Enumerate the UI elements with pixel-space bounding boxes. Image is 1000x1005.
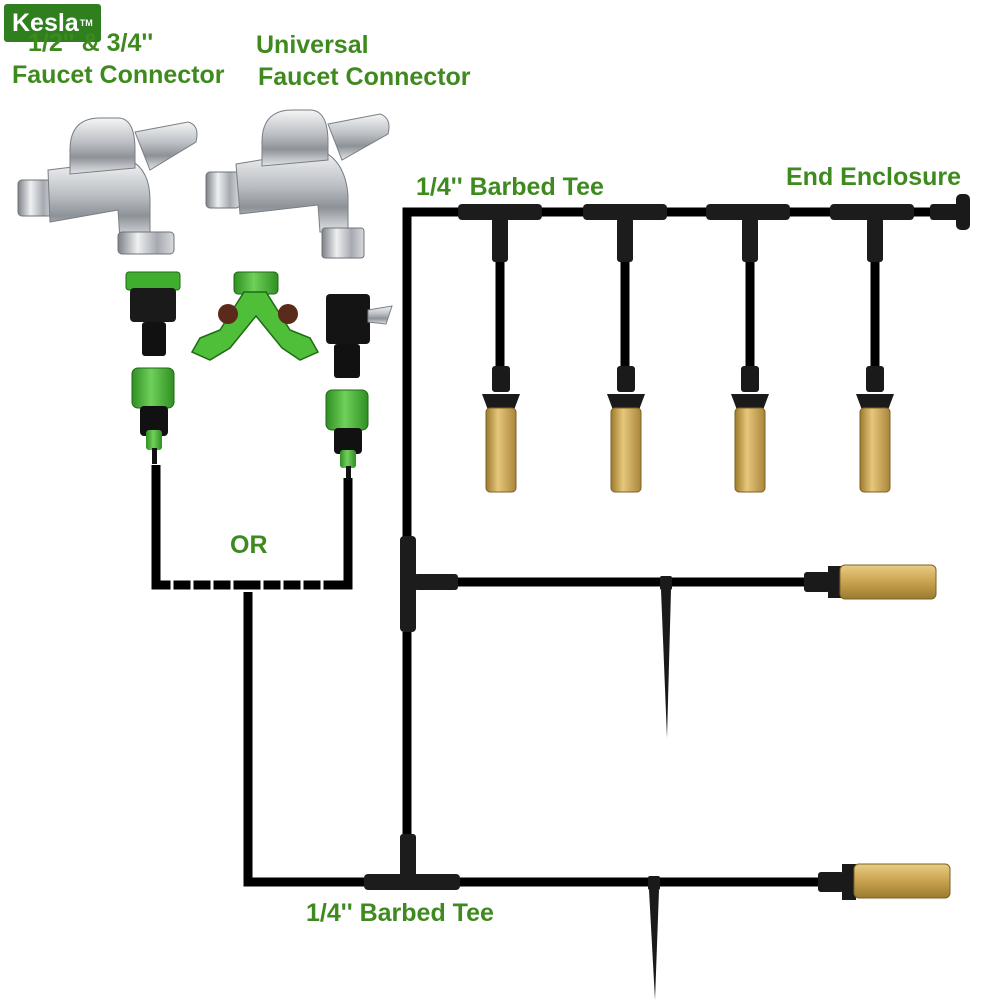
faucet-left-label-line2: Faucet Connector [12, 61, 225, 89]
tee-top-label: 1/4'' Barbed Tee [416, 173, 604, 201]
faucet-left-label-line1: 1/2'' & 3/4'' [28, 29, 154, 57]
quick-connector-icon [131, 367, 369, 480]
faucet-right-label-line2: Faucet Connector [258, 63, 471, 91]
faucet-right-label-line1: Universal [256, 31, 369, 59]
end-enclosure-label: End Enclosure [786, 163, 962, 191]
brand-logo: KeslaTM [4, 4, 101, 42]
trunk-tube [243, 592, 372, 887]
universal-adapter-icon [326, 294, 393, 378]
or-label: OR [230, 531, 268, 559]
y-splitter-icon [190, 271, 320, 361]
feed-tube-left [151, 465, 353, 590]
riser-upper [402, 207, 460, 540]
mist-nozzle-icon [482, 366, 951, 900]
end-plug-icon [930, 194, 970, 230]
barbed-tee-icon [364, 204, 914, 890]
tee-bottom-label: 1/4'' Barbed Tee [306, 899, 494, 927]
ground-stake-icon [648, 576, 672, 1000]
brand-name: Kesla [12, 9, 79, 37]
drop-tubes [495, 262, 880, 372]
feed-tube-dashes [170, 580, 324, 590]
brand-trademark: TM [79, 18, 93, 28]
faucet-adapter-icon [125, 271, 181, 356]
faucet-icon [17, 109, 390, 259]
